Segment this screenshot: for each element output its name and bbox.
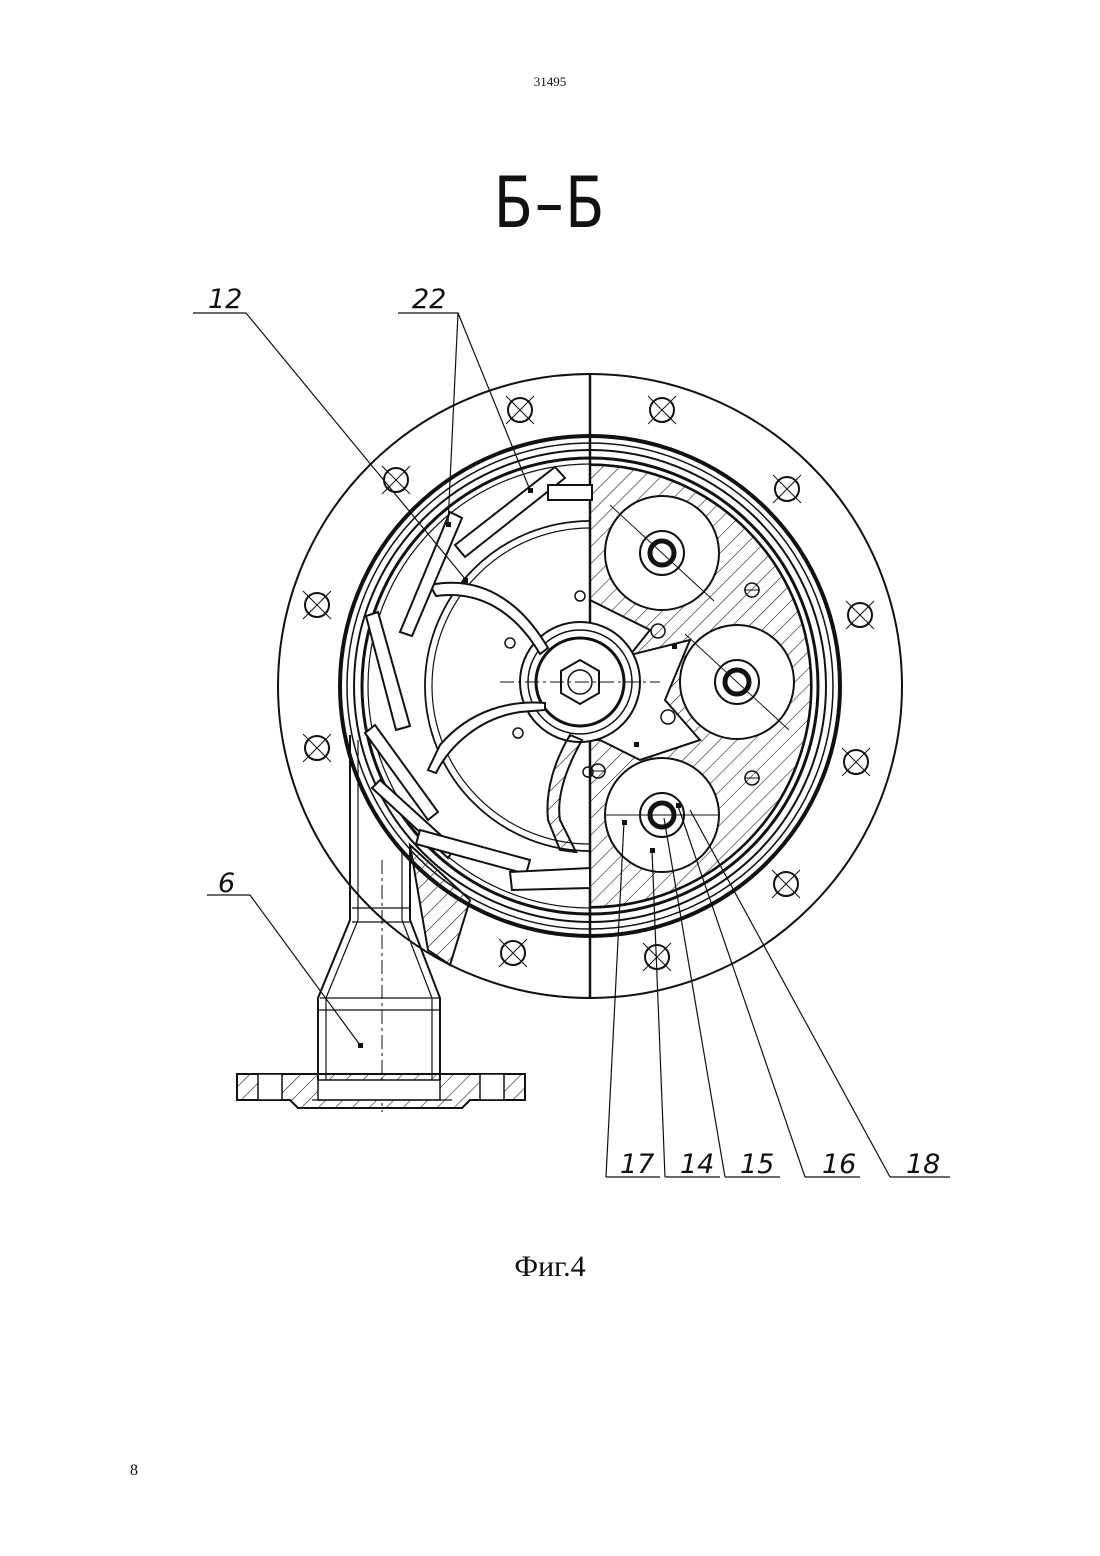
callout-16: 16 xyxy=(822,1149,856,1180)
callout-22: 22 xyxy=(412,284,446,315)
callout-14: 14 xyxy=(680,1149,714,1180)
callout-12: 12 xyxy=(208,284,242,315)
page-number: 8 xyxy=(130,1462,138,1480)
callout-15: 15 xyxy=(740,1149,774,1180)
callout-18: 18 xyxy=(906,1149,940,1180)
figure-caption: Фиг.4 xyxy=(0,1250,1100,1284)
callout-6: 6 xyxy=(218,868,235,899)
callout-17: 17 xyxy=(620,1149,654,1180)
